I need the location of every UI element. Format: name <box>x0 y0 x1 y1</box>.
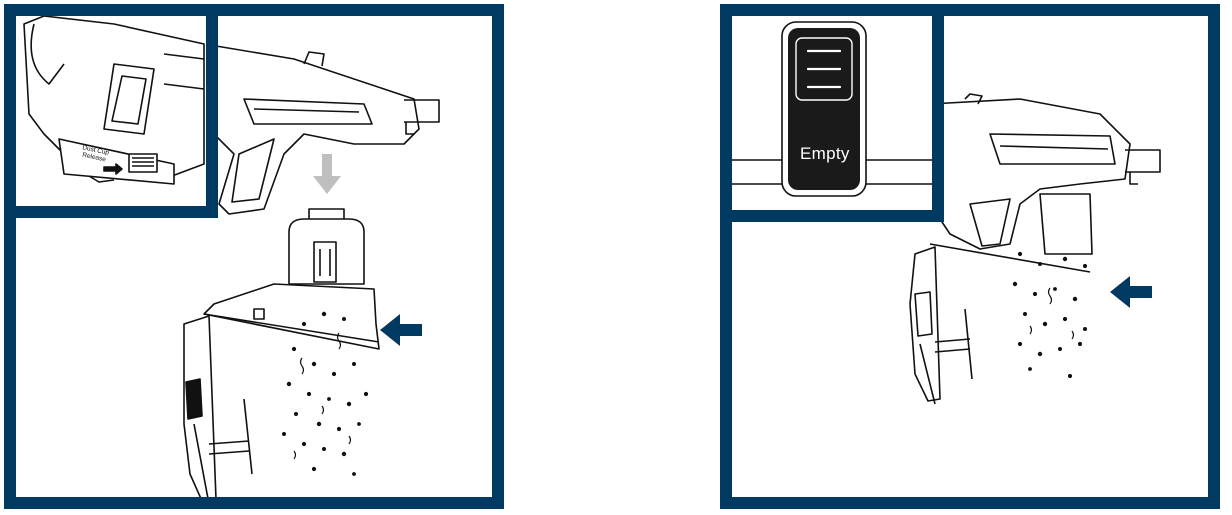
push-direction-arrow <box>380 314 422 346</box>
step-panel-release-dust-cup: Dust Cup Release <box>4 4 504 509</box>
inset-dust-cup-release-closeup: Dust Cup Release <box>16 16 218 218</box>
tilt-direction-arrow <box>1110 276 1152 308</box>
empty-indicator-label: Empty <box>800 144 850 163</box>
vacuum-dust-cup-removal-illustration <box>183 43 440 497</box>
inset-empty-indicator-closeup: Empty <box>732 16 944 222</box>
empty-indicator-illustration <box>732 21 932 197</box>
release-button-closeup-illustration <box>23 16 205 185</box>
step-panel-empty-dust-cup: Empty <box>720 4 1220 509</box>
empty-indicator-window <box>788 28 860 190</box>
vacuum-emptying-illustration <box>909 93 1161 405</box>
